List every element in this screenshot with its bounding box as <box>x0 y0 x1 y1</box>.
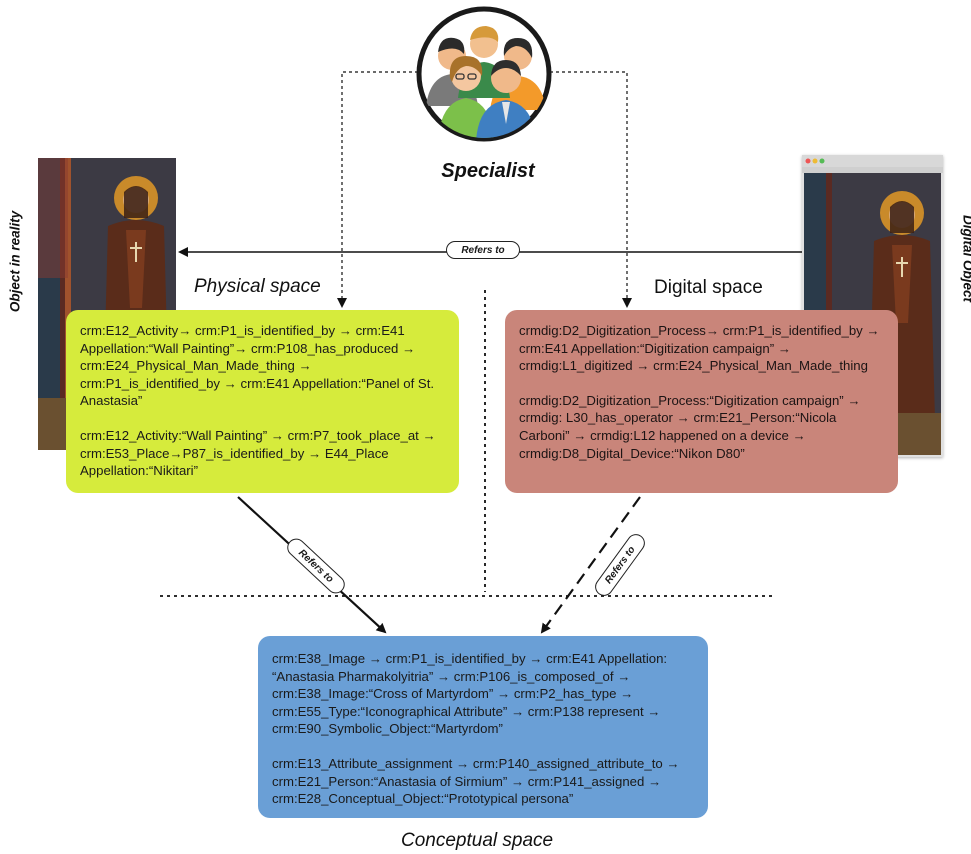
digital-to-conceptual-arrow <box>540 496 641 634</box>
refers-to-top-pill: Refers to <box>446 241 520 259</box>
digital-space-box: crmdig:D2_Digitization_Process→ crm:P1_i… <box>505 310 898 493</box>
physical-box-paragraph-1: crm:E12_Activity→ crm:P1_is_identified_b… <box>80 323 435 409</box>
conceptual-box-paragraph-2: crm:E13_Attribute_assignment → crm:P140_… <box>272 755 680 807</box>
physical-box-paragraph-2: crm:E12_Activity:“Wall Painting” → crm:P… <box>80 427 436 479</box>
specialist-label: Specialist <box>441 160 535 182</box>
conceptual-space-label: Conceptual space <box>401 830 554 851</box>
conceptual-box-paragraph-1: crm:E38_Image → crm:P1_is_identified_by … <box>272 651 668 737</box>
specialist-to-physical-connector <box>337 71 418 308</box>
digital-box-paragraph-1: crmdig:D2_Digitization_Process→ crm:P1_i… <box>519 323 880 374</box>
digital-space-label: Digital space <box>654 277 763 298</box>
physical-space-label: Physical space <box>194 276 321 297</box>
physical-space-box: crm:E12_Activity→ crm:P1_is_identified_b… <box>66 310 459 493</box>
object-in-reality-label: Object in reality <box>7 210 23 313</box>
conceptual-space-box: crm:E38_Image → crm:P1_is_identified_by … <box>258 636 708 818</box>
digital-object-label: Digital Object <box>960 214 971 302</box>
digital-box-paragraph-2: crmdig:D2_Digitization_Process:“Digitiza… <box>519 392 861 461</box>
group-of-people-icon <box>416 6 552 142</box>
specialist-to-digital-connector <box>550 71 632 308</box>
